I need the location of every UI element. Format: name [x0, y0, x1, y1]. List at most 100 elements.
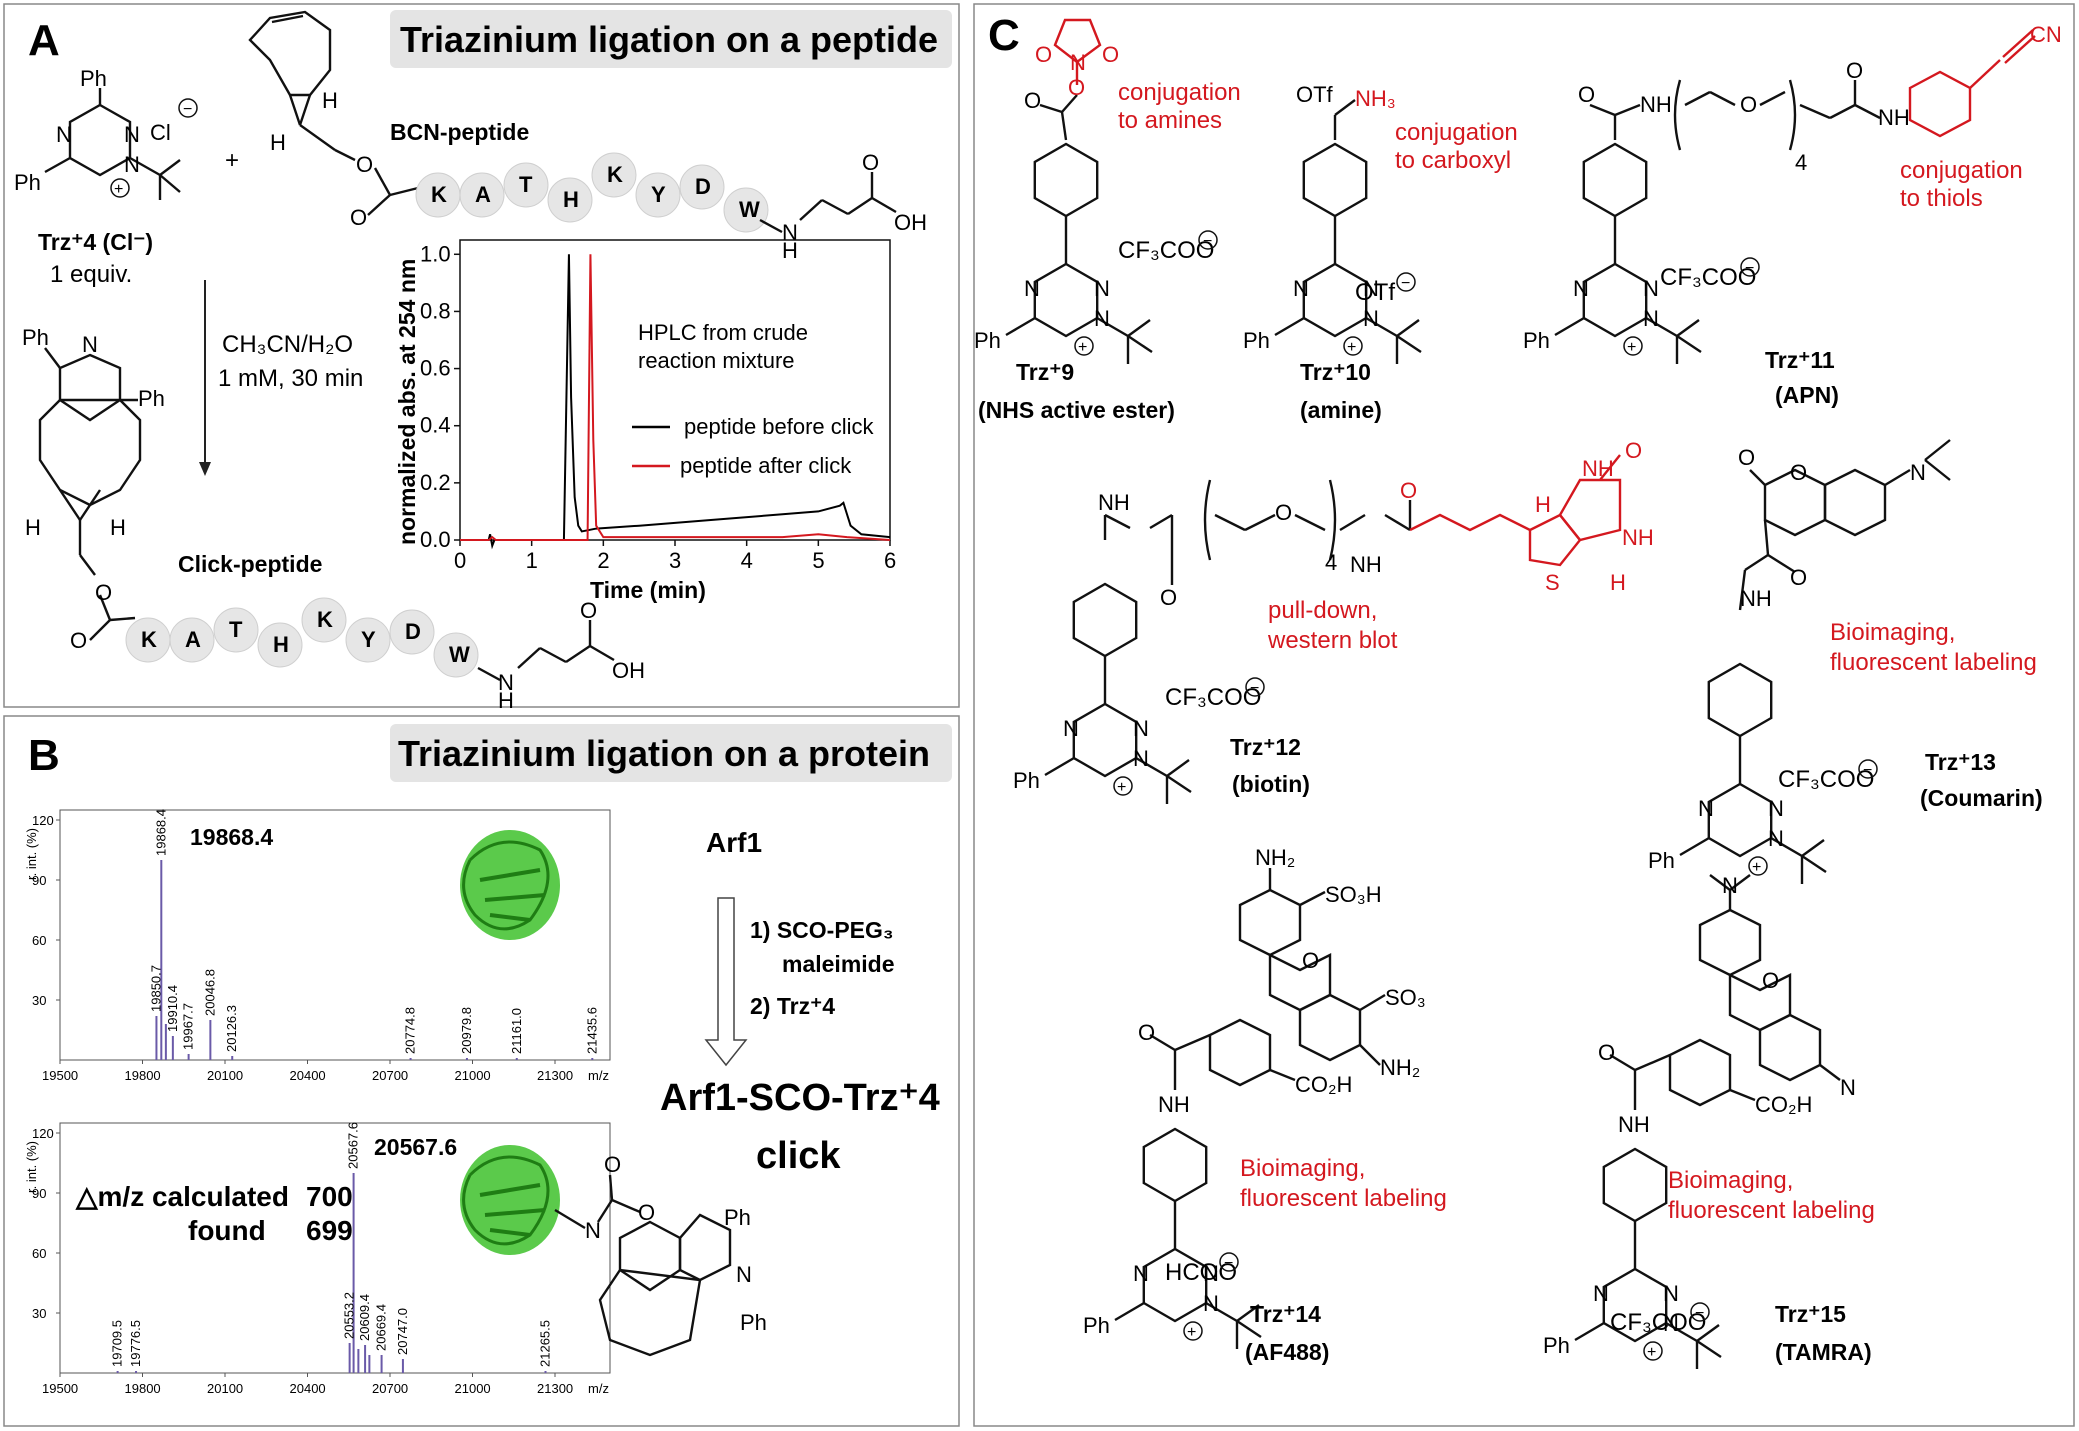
tbutyl-bond: [1365, 316, 1398, 338]
svg-text:−: −: [1224, 1255, 1233, 1272]
bcn-label: BCN-peptide: [390, 119, 529, 145]
series-line-0: [460, 254, 891, 550]
product-line1: Arf1-SCO-Trz⁺4: [660, 1077, 940, 1119]
svg-text:N: N: [498, 670, 514, 695]
svg-text:O: O: [580, 598, 597, 623]
svg-text:+: +: [1187, 1324, 1196, 1341]
svg-text:OH: OH: [894, 210, 927, 235]
delta-found-value: 699: [306, 1215, 353, 1246]
ms-peak-label: 19967.7: [181, 1003, 196, 1050]
svg-text:N: N: [1643, 276, 1659, 301]
trz4-equiv: 1 equiv.: [50, 261, 132, 288]
benzene-ring: [1033, 142, 1099, 218]
legend-label-before: peptide before click: [684, 414, 875, 439]
plus-sign: +: [225, 147, 239, 174]
phenyl-label: Ph: [1013, 768, 1040, 793]
step1b: maleimide: [782, 951, 895, 977]
tbutyl-bond: [1096, 316, 1129, 338]
svg-text:O: O: [95, 580, 112, 605]
compound-name: Trz⁺9: [1016, 359, 1074, 385]
ms-y-tick-label: 30: [32, 993, 46, 1008]
x-tick-label: 3: [669, 548, 681, 573]
ms-peak-label: 20567.6: [346, 1122, 361, 1169]
compound-name: Trz⁺12: [1230, 734, 1301, 760]
phenyl-label: Ph: [974, 328, 1001, 353]
phenyl-bond: [1274, 316, 1305, 337]
application-note-2: western blot: [1267, 627, 1398, 654]
svg-text:N: N: [1203, 1291, 1219, 1316]
svg-text:NH₂: NH₂: [1255, 845, 1295, 870]
hplc-axes-box: [459, 239, 891, 541]
ms-peak-label: 19776.5: [128, 1320, 143, 1367]
delta-calc-label: △m/z calculated: [75, 1181, 289, 1212]
tbutyl-bond: [1665, 1321, 1698, 1343]
svg-text:4: 4: [1325, 550, 1337, 575]
peptide-bead: [213, 607, 259, 653]
svg-text:NH: NH: [1618, 1112, 1650, 1137]
svg-text:+: +: [1078, 339, 1087, 356]
svg-text:O: O: [1068, 75, 1085, 100]
svg-text:O: O: [70, 628, 87, 653]
svg-text:NH: NH: [1622, 525, 1654, 550]
svg-text:SO₃H: SO₃H: [1325, 882, 1382, 907]
peptide-bead: [591, 152, 637, 198]
svg-text:N: N: [1663, 1281, 1679, 1306]
ms-x-tick-label: 20400: [290, 1381, 326, 1396]
svg-text:N: N: [124, 152, 140, 177]
svg-text:N: N: [1840, 1075, 1856, 1100]
conditions-line2: 1 mM, 30 min: [218, 365, 363, 392]
svg-text:N: N: [1094, 306, 1110, 331]
ms-peak-label: 20609.4: [357, 1294, 372, 1341]
trz11-apn-group: O NH O 4 O NH CN: [1578, 22, 2062, 175]
benzene-ring: [1302, 142, 1368, 218]
application-note-2: to thiols: [1900, 185, 1983, 212]
compound-name: Trz⁺11: [1765, 347, 1835, 373]
peptide-residue-label: D: [695, 174, 711, 199]
ms-x-tick-label: 20100: [207, 1381, 243, 1396]
y-tick-label: 0.2: [420, 470, 451, 495]
triazine-n-label: N: [1024, 276, 1040, 301]
svg-text:CN: CN: [2030, 22, 2062, 47]
trz9-nhs-group: O O N O O: [1024, 18, 1119, 141]
svg-text:m/z: m/z: [588, 1381, 609, 1396]
ms-x-tick-label: 20700: [372, 1068, 408, 1083]
compound-desc: (AF488): [1245, 1339, 1329, 1365]
svg-text:N: N: [1910, 460, 1926, 485]
svg-text:NH: NH: [1740, 586, 1772, 611]
benzene-ring: [1142, 1127, 1208, 1203]
x-tick-label: 6: [884, 548, 896, 573]
svg-text:O: O: [1790, 460, 1807, 485]
svg-text:N: N: [782, 220, 798, 245]
delta-found-label: found: [188, 1215, 266, 1246]
ms-peak-label: 20979.8: [459, 1007, 474, 1054]
peptide-residue-label: K: [607, 162, 623, 187]
bcn-structure: H H O O: [248, 10, 419, 230]
trz14-af488-group: NH₂ SO₃H O SO₃ NH₂ CO₂H O NH: [1138, 845, 1426, 1117]
svg-text:O: O: [1846, 58, 1863, 83]
ms-peak-label: 21435.6: [584, 1007, 599, 1054]
negative-charge: [1198, 230, 1218, 250]
svg-text:−: −: [1203, 233, 1212, 250]
svg-text:S: S: [1545, 570, 1560, 595]
svg-text:Ph: Ph: [22, 325, 49, 350]
svg-text:O: O: [1400, 478, 1417, 503]
svg-text:N: N: [736, 1262, 752, 1287]
svg-text:SO₃: SO₃: [1385, 985, 1426, 1010]
peptide-bead: [679, 164, 725, 210]
svg-text:O: O: [1024, 88, 1041, 113]
phenyl-bond: [1679, 836, 1710, 857]
positive-charge: [1343, 336, 1363, 356]
peptide-residue-label: H: [563, 187, 579, 212]
y-tick-label: 0.6: [420, 356, 451, 381]
tbutyl-bond: [1135, 756, 1168, 778]
ms-peak-label: 20747.0: [395, 1308, 410, 1355]
ms-peak-label: 20553.2: [342, 1292, 357, 1339]
svg-text:N: N: [1722, 873, 1738, 898]
click-product-structure: Ph N Ph H H O O: [22, 325, 165, 653]
svg-text:O: O: [1160, 585, 1177, 610]
svg-text:O: O: [1740, 92, 1757, 117]
svg-text:−: −: [1863, 762, 1872, 779]
counterion-label: CF₃COO: [1778, 766, 1874, 793]
svg-text:H: H: [498, 688, 514, 713]
